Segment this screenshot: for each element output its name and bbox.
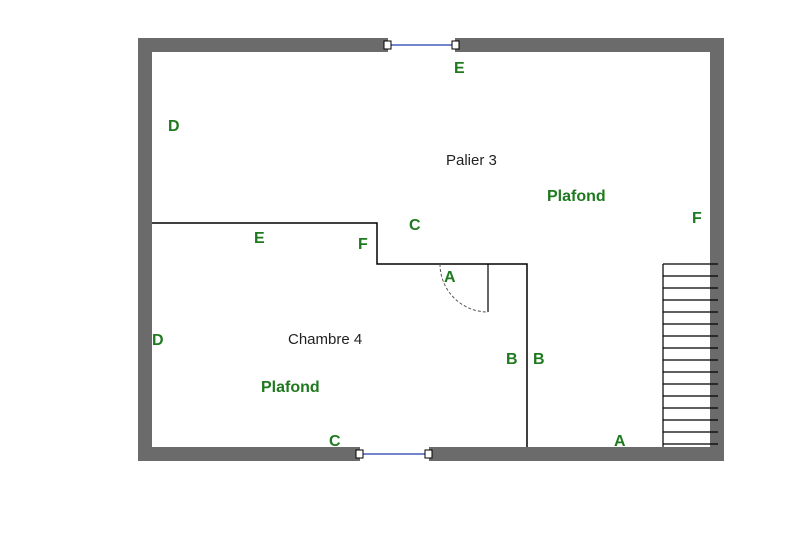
window-icon xyxy=(355,449,433,459)
top-wall-right xyxy=(455,38,724,52)
wall-label-chambre-left: D xyxy=(152,332,164,349)
ceiling-label-palier: Plafond xyxy=(547,188,606,205)
wall-label-palier-bottom: A xyxy=(614,433,626,450)
wall-label-chambre-bottom: C xyxy=(329,433,341,450)
right-wall xyxy=(710,38,724,461)
wall-label-palier-left: D xyxy=(168,118,180,135)
window-icon xyxy=(383,40,460,50)
wall-label-palier-right: F xyxy=(692,210,702,227)
chambre-partition xyxy=(152,222,528,447)
wall-label-palier-top: E xyxy=(454,60,465,77)
wall-label-palier-b: B xyxy=(533,351,545,368)
bottom-wall-left xyxy=(138,447,360,461)
top-wall-left xyxy=(138,38,388,52)
wall-label-chambre-f: F xyxy=(358,236,368,253)
wall-label-palier-c: C xyxy=(409,217,421,234)
staircase-icon xyxy=(662,263,718,447)
room-name-chambre: Chambre 4 xyxy=(288,331,362,348)
interior-walls xyxy=(152,222,528,447)
bottom-wall-right xyxy=(429,447,724,461)
left-wall xyxy=(138,38,152,461)
door-swing-icon xyxy=(439,263,489,313)
wall-label-chambre-top: E xyxy=(254,230,265,247)
ceiling-label-chambre: Plafond xyxy=(261,379,320,396)
outer-walls xyxy=(138,38,724,461)
wall-label-chambre-door-a: A xyxy=(444,269,456,286)
room-name-palier: Palier 3 xyxy=(446,152,497,169)
wall-label-chambre-b: B xyxy=(506,351,518,368)
